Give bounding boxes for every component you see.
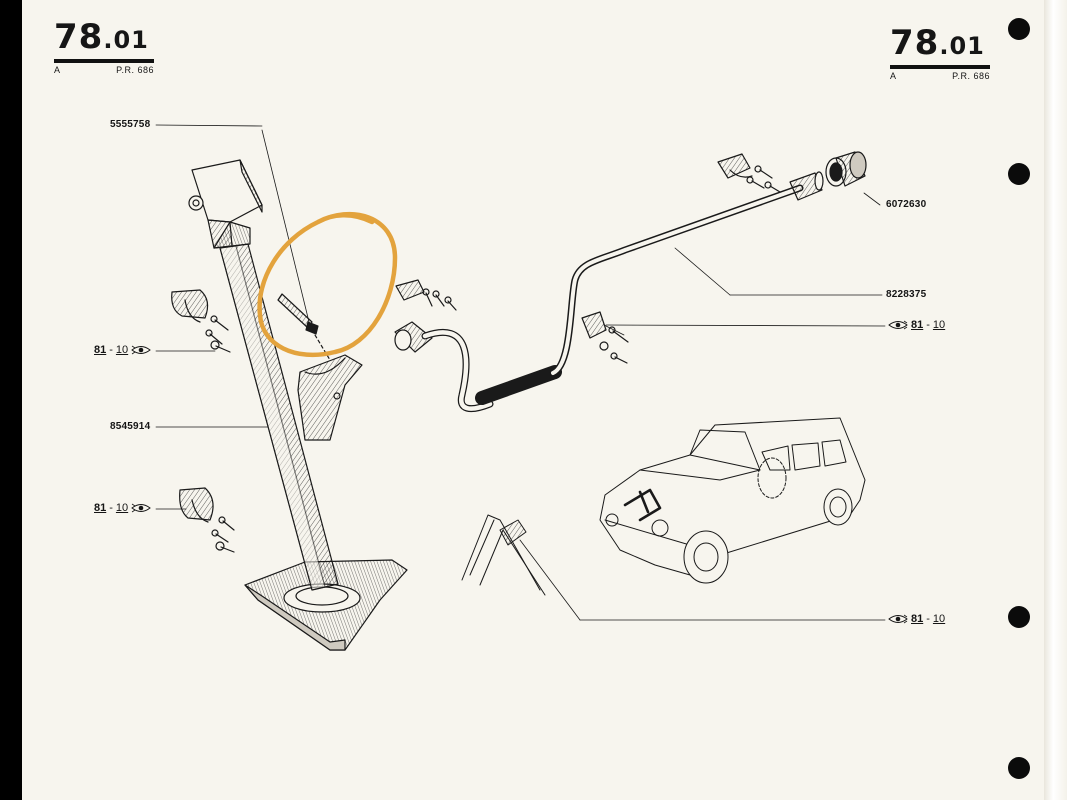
part-label-8228375: 8228375: [886, 289, 927, 300]
part-label-8545914: 8545914: [110, 421, 151, 432]
edition-letter: A: [54, 65, 61, 75]
leader-lines: [155, 124, 886, 621]
part-label-5555758: 5555758: [110, 119, 151, 130]
ref-minor: 10: [932, 319, 946, 331]
section-ref-left-lower[interactable]: 81-10: [94, 502, 151, 514]
ref-major: 81: [911, 613, 924, 625]
page-ref: P.R. 686: [952, 71, 990, 81]
punch-hole-1: [1008, 18, 1030, 40]
catalog-page: [22, 0, 1044, 800]
section-number: 78: [54, 17, 104, 57]
header-left: 78.01 A P.R. 686: [54, 20, 154, 75]
ref-minor: 10: [115, 344, 129, 356]
punch-hole-2: [1008, 163, 1030, 185]
section-ref-right-upper[interactable]: 81-10: [888, 319, 945, 331]
ref-major: 81: [94, 344, 107, 356]
section-ref-right-lower[interactable]: 81-10: [888, 613, 945, 625]
page-ref: P.R. 686: [116, 65, 154, 75]
eye-icon: [131, 503, 151, 513]
ref-minor: 10: [932, 613, 946, 625]
clip-lower: [179, 487, 235, 553]
crank-handle: [394, 151, 867, 413]
ref-minor: 10: [115, 502, 129, 514]
punch-hole-3: [1008, 606, 1030, 628]
eye-icon: [888, 614, 908, 624]
jack-stand: [171, 129, 408, 651]
ref-major: 81: [911, 319, 924, 331]
pin-bolt: [261, 129, 331, 361]
page-edge: [1044, 0, 1067, 800]
eye-icon: [131, 345, 151, 355]
inset-detail: [461, 514, 546, 596]
section-ref-left-upper[interactable]: 81-10: [94, 344, 151, 356]
clip-upper: [171, 289, 231, 353]
eye-icon: [888, 320, 908, 330]
header-right: 78.01 A P.R. 686: [890, 26, 990, 81]
section-suffix: .01: [103, 26, 149, 54]
section-suffix: .01: [939, 32, 985, 60]
highlight-circle: [257, 211, 398, 358]
car-illustration: [599, 417, 866, 584]
section-number: 78: [890, 23, 940, 63]
part-label-6072630: 6072630: [886, 199, 927, 210]
ref-major: 81: [94, 502, 107, 514]
punch-hole-4: [1008, 757, 1030, 779]
edition-letter: A: [890, 71, 897, 81]
